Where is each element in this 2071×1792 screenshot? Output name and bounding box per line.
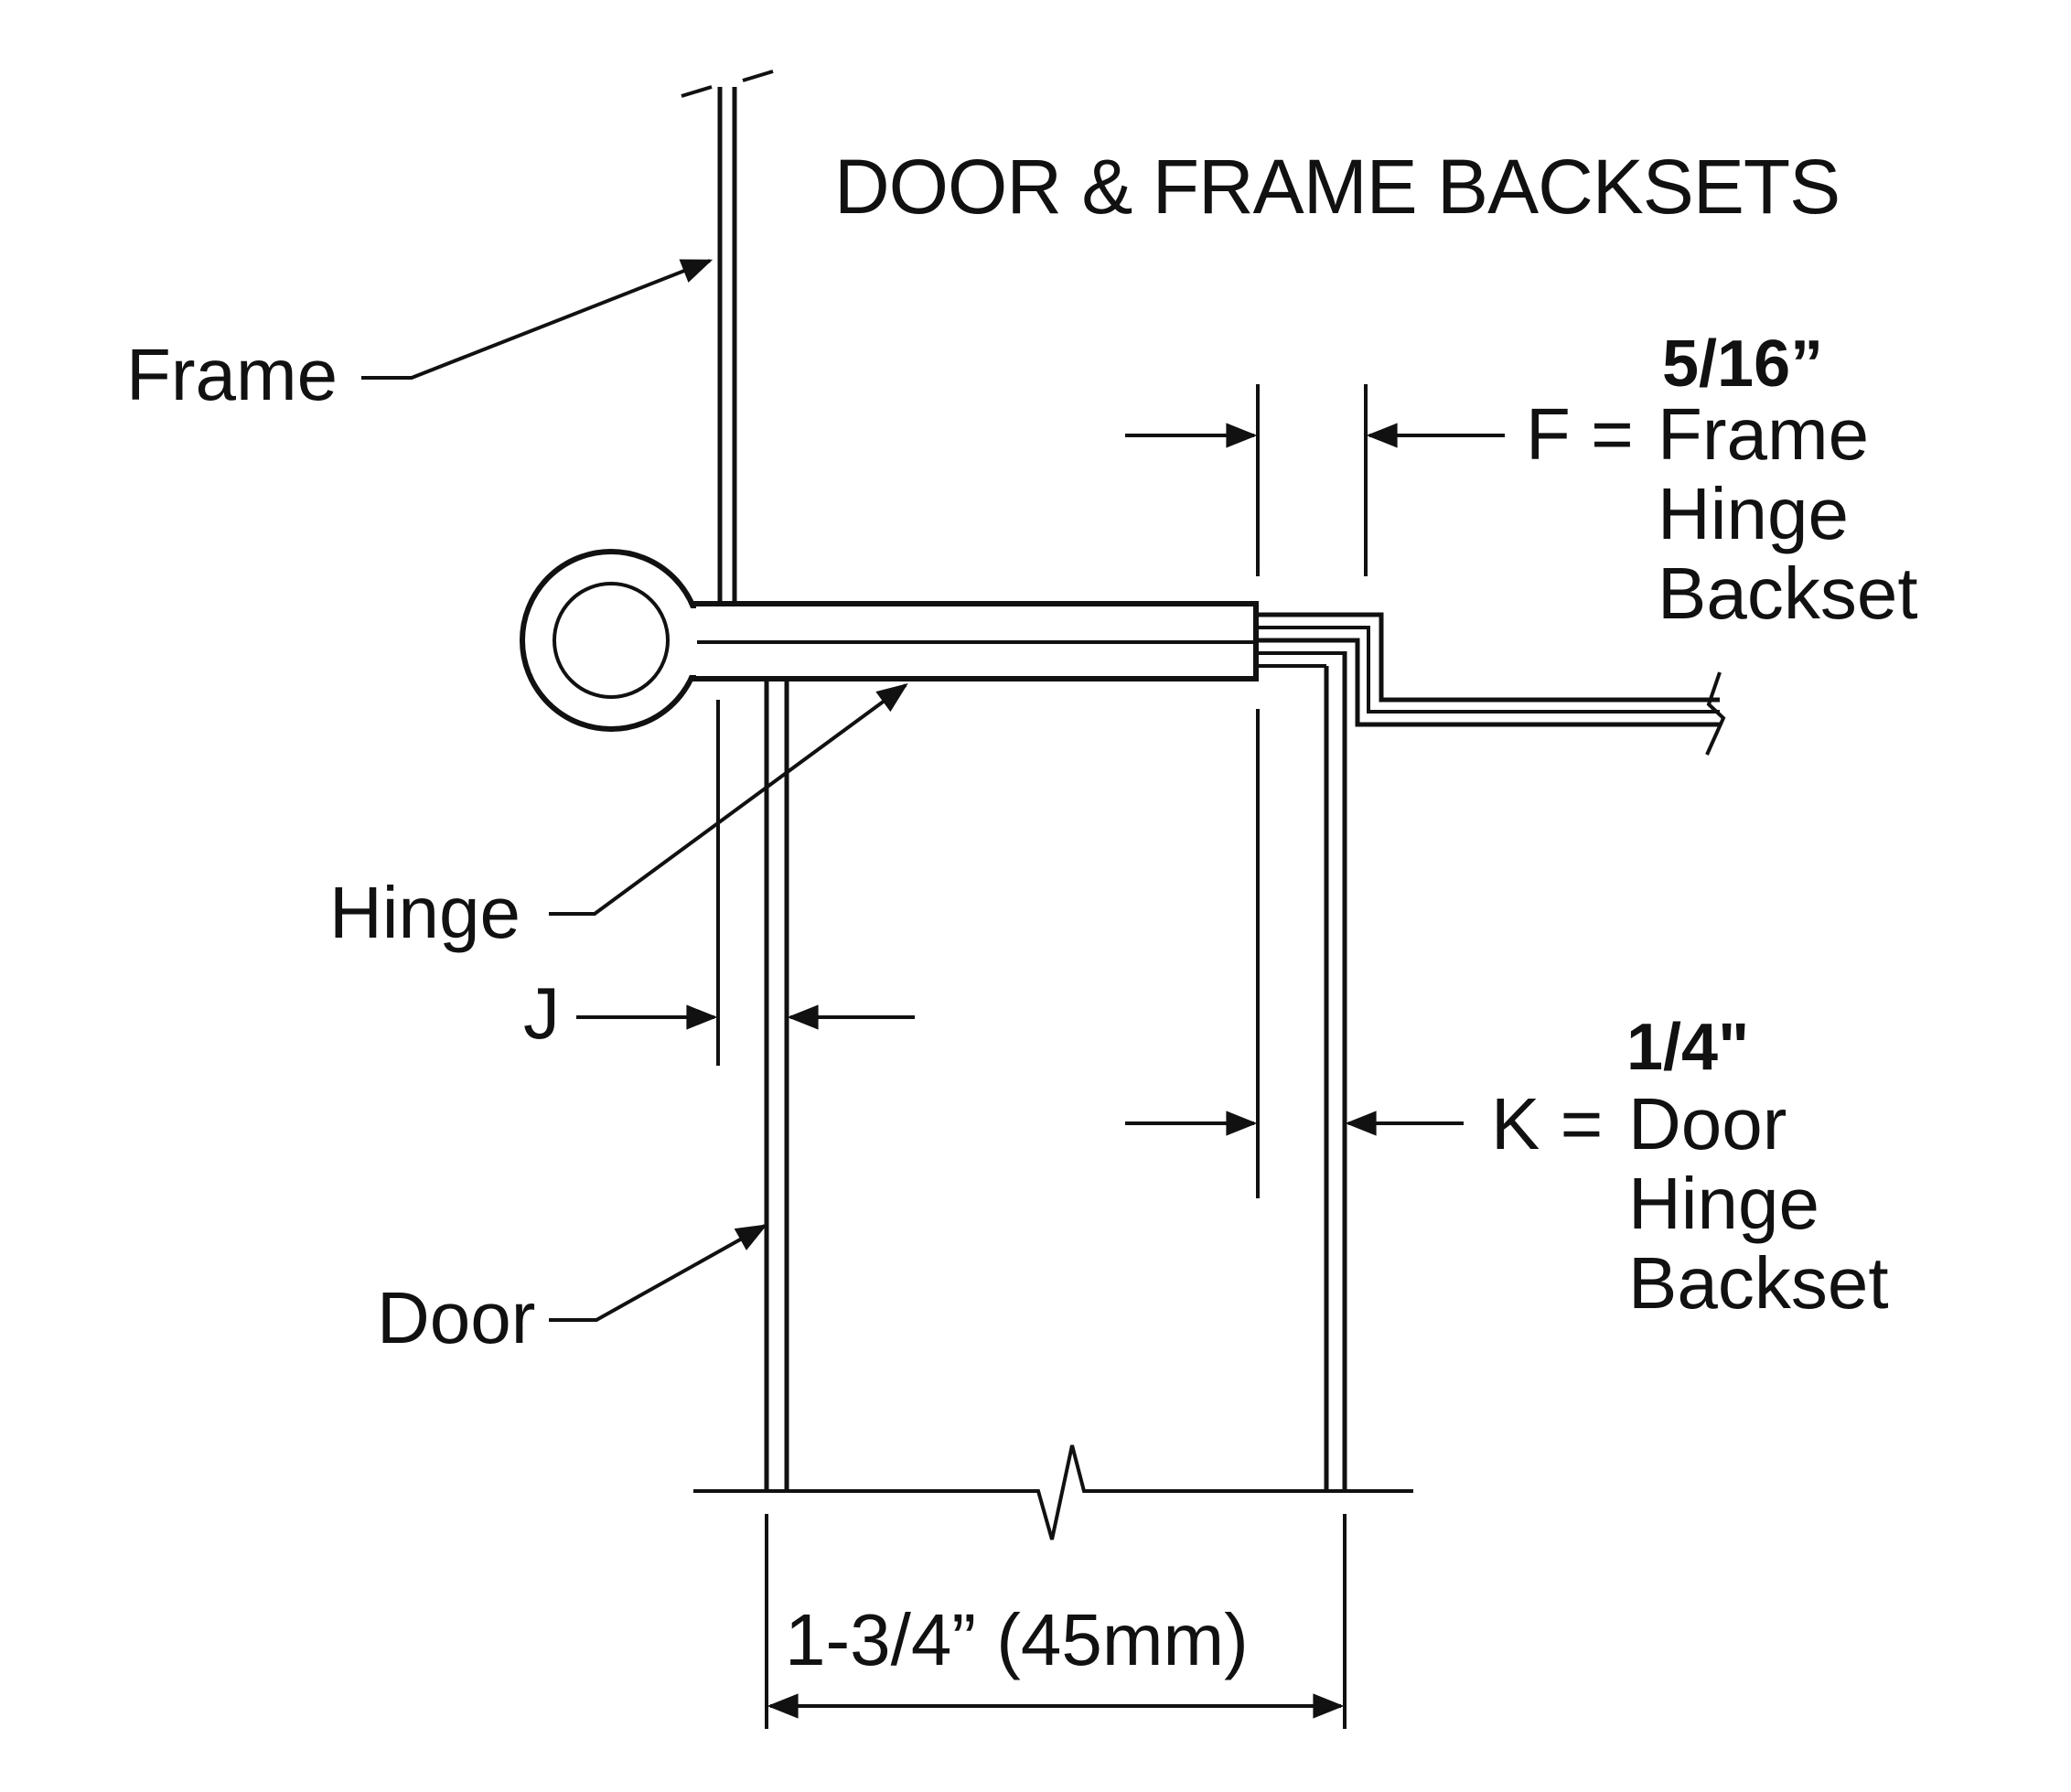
frame-backset-f-label: F = (1526, 393, 1634, 475)
door-leader (549, 1224, 767, 1322)
door-backset-desc-3: Backset (1628, 1242, 1889, 1324)
frame-backset-desc-2: Hinge (1658, 473, 1849, 554)
hinge-drawing (520, 549, 1259, 732)
door-backset-desc-1: Door (1628, 1083, 1787, 1164)
door-backset-desc-2: Hinge (1628, 1163, 1819, 1244)
frame-label: Frame (126, 334, 338, 415)
frame-leader (361, 259, 714, 380)
j-label: J (523, 972, 560, 1054)
door-edge-left (764, 679, 789, 1491)
door-backset-k-label: K = (1491, 1083, 1603, 1164)
frame-backset-desc-1: Frame (1658, 393, 1869, 475)
hinge-leader (549, 682, 908, 916)
diagram-title: DOOR & FRAME BACKSETS (834, 144, 1840, 230)
frame-backset-value: 5/16” (1662, 327, 1823, 401)
break-line (693, 1444, 1413, 1540)
door-thickness-label: 1-3/4” (45mm) (785, 1599, 1249, 1680)
frame-member (681, 70, 774, 604)
hinge-label: Hinge (329, 872, 520, 953)
frame-jamb-profile (1256, 612, 1726, 756)
door-label: Door (377, 1277, 535, 1358)
door-edge-right (1324, 651, 1347, 1491)
extension-lines (716, 384, 1368, 1729)
frame-backset-desc-3: Backset (1658, 553, 1918, 634)
door-backset-value: 1/4" (1626, 1011, 1749, 1084)
